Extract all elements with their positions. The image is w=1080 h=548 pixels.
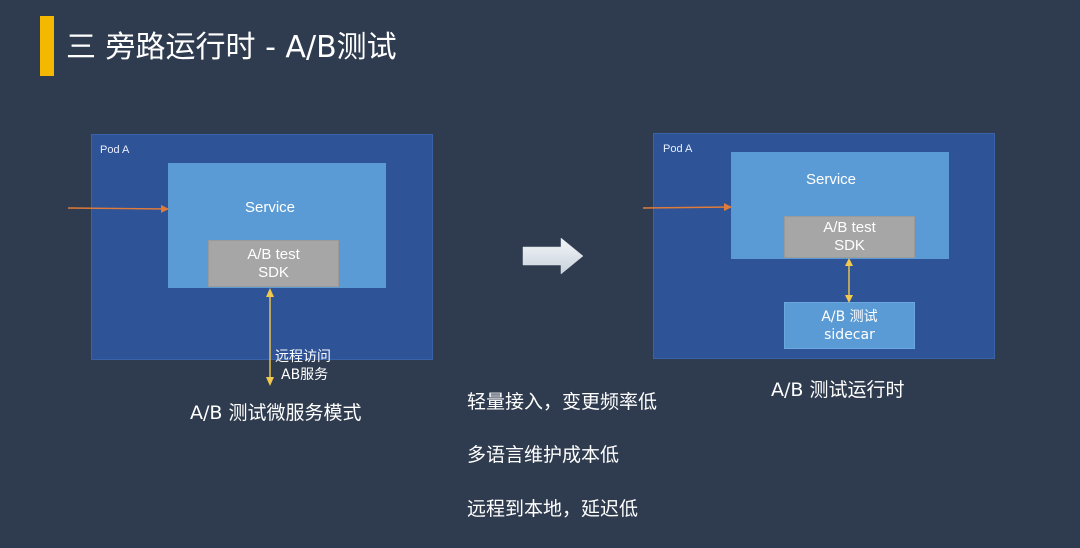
right-pod-label: Pod A	[663, 143, 693, 155]
left-remote-line2: AB服务	[281, 367, 329, 383]
left-caption: A/B 测试微服务模式	[190, 402, 362, 424]
slide-title: 三 旁路运行时 - A/B测试	[66, 30, 397, 65]
left-service-label: Service	[245, 199, 296, 216]
right-sdk-box: A/B test SDK	[784, 216, 915, 258]
transition-right-arrow-icon	[522, 237, 584, 275]
right-sdk-line1: A/B test	[823, 219, 876, 236]
left-sdk-box: A/B test SDK	[208, 240, 339, 287]
left-sdk-line1: A/B test	[247, 245, 300, 263]
right-caption: A/B 测试运行时	[771, 379, 905, 401]
left-pod-label: Pod A	[100, 144, 130, 156]
right-sidecar-box: A/B 测试 sidecar	[784, 302, 915, 349]
right-sidecar-line1: A/B 测试	[821, 308, 878, 325]
benefit-item-1: 轻量接入，变更频率低	[467, 391, 658, 413]
right-sdk-line2: SDK	[834, 237, 865, 254]
title-accent-bar	[40, 16, 54, 76]
benefit-item-3: 远程到本地，延迟低	[467, 498, 639, 520]
right-sidecar-line2: sidecar	[824, 326, 875, 343]
left-remote-label: 远程访问 AB服务	[275, 348, 331, 384]
left-sdk-line2: SDK	[258, 263, 289, 281]
left-remote-line1: 远程访问	[275, 349, 331, 365]
benefit-item-2: 多语言维护成本低	[467, 444, 620, 466]
right-service-label: Service	[806, 171, 857, 188]
